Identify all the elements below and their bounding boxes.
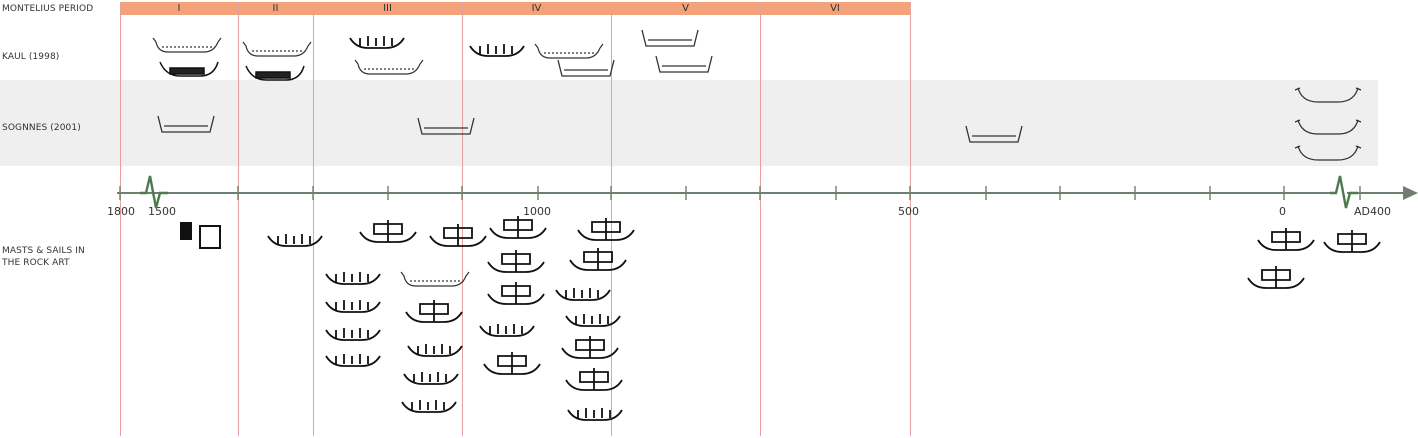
row-label-masts-1: MASTS & SAILS IN [2,246,85,256]
period-label-i: I [177,3,181,14]
axis-break-icon [140,175,168,209]
period-label-iv: IV [531,3,542,14]
period-label-iii: III [383,3,392,14]
period-divider [760,2,761,436]
axis-label-1500: 1500 [148,205,176,218]
axis-label-1800: 1800 [107,205,135,218]
axis-label-0: 0 [1279,205,1286,218]
timeline-axis [117,175,1418,209]
period-label-ii: II [272,3,279,14]
period-divider [910,2,911,436]
row-label-montelius: MONTELIUS PERIOD [2,4,94,14]
period-divider [120,2,121,436]
axis-break-icon [1330,175,1358,209]
row-label-sognnes: SOGNNES (2001) [2,123,81,133]
period-label-v: V [682,3,689,14]
kaul-ship-drawings [152,29,713,81]
arrow-right-icon [1403,186,1418,200]
period-divider [238,2,239,436]
rock-art-ship-drawings [180,215,1381,421]
montelius-period-band [120,2,911,15]
period-label-vi: VI [830,3,840,14]
row-label-masts-2: THE ROCK ART [2,258,70,268]
period-divider [611,2,612,436]
sognnes-row-band [0,80,1378,166]
axis-label-ad400: AD400 [1354,205,1391,218]
axis-label-500: 500 [898,205,919,218]
period-divider [462,2,463,436]
sognnes-ship-drawings [157,87,1362,161]
axis-label-1000: 1000 [523,205,551,218]
period-divider [313,2,314,436]
row-label-kaul: KAUL (1998) [2,52,60,62]
